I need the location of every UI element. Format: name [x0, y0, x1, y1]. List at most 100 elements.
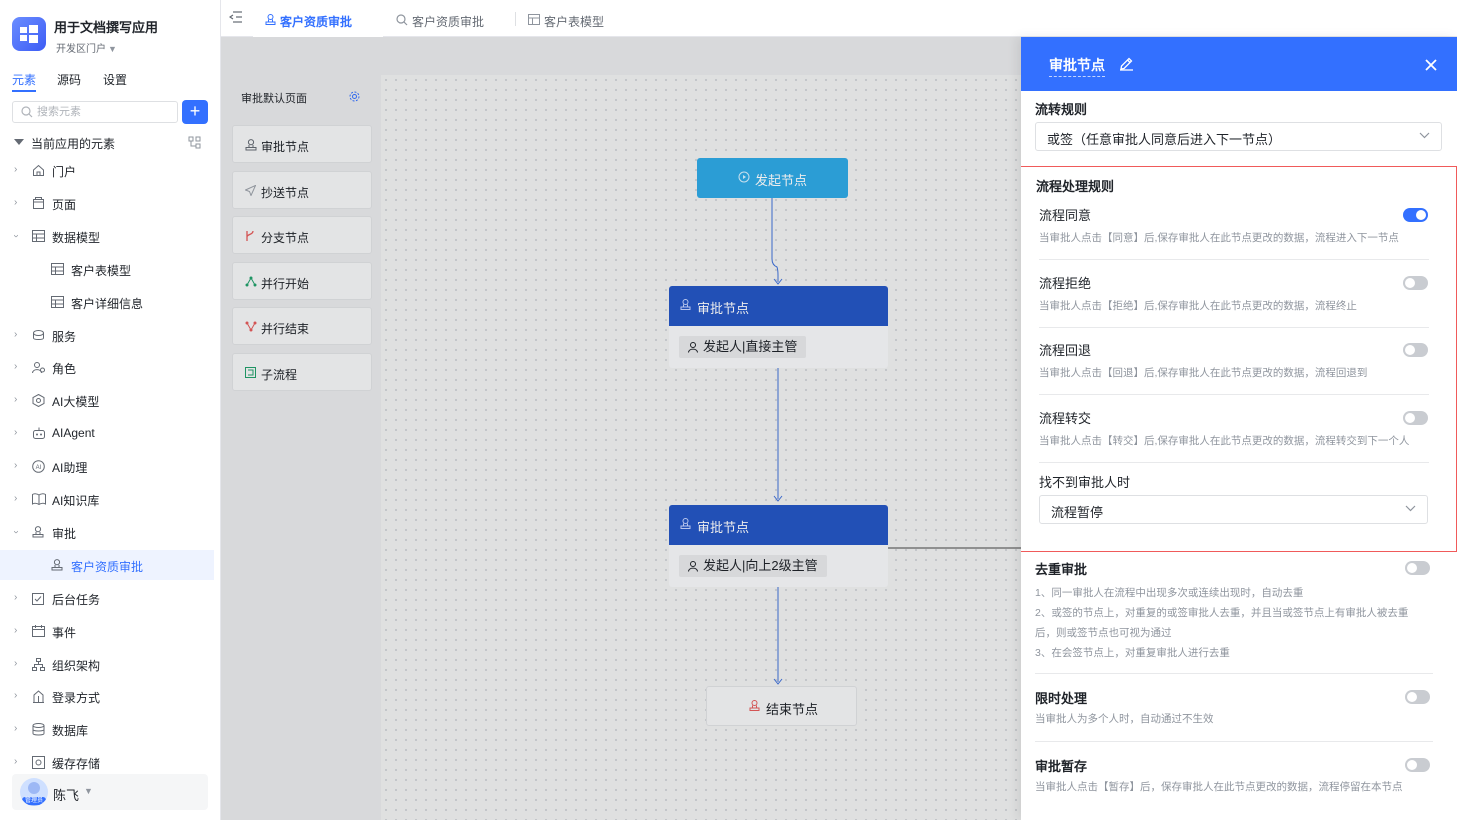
search-icon [396, 14, 408, 26]
palette-item[interactable]: 抄送节点 [232, 170, 372, 209]
sidebar-item[interactable]: ›数据模型 [0, 221, 214, 251]
sidebar-item[interactable]: ›事件 [0, 616, 214, 646]
dedup-desc-line: 3、在会签节点上，对重复审批人进行去重 [1035, 647, 1230, 659]
sidebar-item-label: 组织架构 [52, 658, 101, 673]
no-approver-select[interactable]: 流程暂停 [1039, 495, 1428, 524]
tab-elements[interactable]: 元素 [12, 73, 37, 92]
approval-node-header: 审批节点 [669, 505, 888, 545]
doc-tab-customer-model[interactable]: 客户表模型 [528, 3, 628, 37]
sidebar-item-label: AI大模型 [52, 395, 100, 410]
chevron-right-icon[interactable]: › [14, 361, 18, 373]
rule-toggle[interactable] [1403, 410, 1428, 425]
sidebar-item[interactable]: 客户资质审批 [0, 549, 214, 580]
no-approver-label: 找不到审批人时 [1039, 475, 1131, 490]
doc-tab-approval-search[interactable]: 客户资质审批 [396, 3, 516, 37]
flow-connectors [771, 198, 1021, 685]
approval-node[interactable]: 审批节点 发起人|向上2级主管 [669, 505, 888, 587]
chevron-right-icon[interactable]: › [14, 394, 18, 406]
tree-root[interactable]: 当前应用的元素 [12, 134, 212, 152]
palette-item[interactable]: 并行结束 [232, 307, 372, 346]
doc-tab-label: 客户资质审批 [280, 15, 353, 29]
sidebar-item[interactable]: › 组织架构 [0, 649, 214, 679]
time-limit-toggle[interactable] [1405, 690, 1430, 704]
sidebar-item[interactable]: 客户详细信息 [0, 287, 214, 317]
palette-item[interactable]: 子流程 [232, 353, 372, 391]
flow-rule-select[interactable]: 或签（任意审批人同意后进入下一节点） [1035, 122, 1442, 151]
chevron-right-icon[interactable]: › [14, 690, 18, 702]
assignee-label: 发起人|直接主管 [703, 339, 798, 354]
login-icon [32, 690, 45, 704]
sidebar-item[interactable]: ›AIAgent [0, 418, 214, 448]
assignee-chip[interactable]: 发起人|直接主管 [679, 336, 807, 358]
palette-item[interactable]: 审批节点 [232, 125, 372, 163]
app-header: 用于文档撰写应用 开发区门户▼ [12, 16, 212, 56]
sidebar-item-label: AI知识库 [52, 494, 100, 508]
approval-node[interactable]: 审批节点 发起人|直接主管 [669, 286, 888, 368]
rule-toggle[interactable] [1403, 208, 1428, 222]
end-node[interactable]: 结束节点 [706, 686, 857, 726]
canvas-grid[interactable] [381, 75, 1021, 820]
sidebar-item[interactable]: ›页面 [0, 188, 214, 218]
user-bar[interactable]: 管理员 陈飞 ▼ [12, 774, 208, 810]
chevron-right-icon[interactable]: › [14, 657, 18, 669]
chevron-down-icon[interactable]: › [10, 530, 22, 534]
rule-toggle[interactable] [1403, 343, 1428, 357]
edit-icon[interactable] [1119, 56, 1134, 71]
tree-root-label: 当前应用的元素 [31, 137, 116, 151]
gear-icon[interactable] [349, 91, 360, 102]
search-input[interactable] [37, 104, 173, 120]
subflow-icon [245, 367, 256, 381]
rule-desc: 当审批人点击【同意】后,保存审批人在此节点更改的数据，流程进入下一节点 [1039, 232, 1399, 244]
sidebar-item[interactable]: ›后台任务 [0, 583, 214, 613]
sidebar-item[interactable]: ›门户 [0, 155, 214, 185]
chevron-right-icon[interactable]: › [14, 591, 18, 603]
dedup-approval-toggle[interactable] [1405, 561, 1430, 575]
chevron-right-icon[interactable]: › [14, 493, 18, 504]
chevron-right-icon[interactable]: › [14, 756, 18, 768]
sidebar-item[interactable]: › AI大模型 [0, 385, 214, 415]
assignee-chip[interactable]: 发起人|向上2级主管 [679, 555, 827, 577]
sidebar-item[interactable]: ›审批 [0, 517, 214, 547]
chevron-right-icon[interactable]: › [14, 460, 18, 472]
chevron-right-icon[interactable]: › [14, 328, 18, 340]
sidebar-item-label: AI助理 [52, 461, 88, 476]
home-icon [32, 164, 45, 177]
sidebar-item[interactable]: ›服务 [0, 320, 214, 350]
chevron-right-icon[interactable]: › [14, 723, 18, 735]
avatar[interactable]: 管理员 [20, 778, 48, 806]
drawer-title[interactable]: 审批节点 [1049, 55, 1105, 77]
process-rules-section: 流程处理规则 流程同意当审批人点击【同意】后,保存审批人在此节点更改的数据，流程… [1021, 166, 1457, 552]
role-badge: 管理员 [22, 797, 46, 805]
start-node[interactable]: 发起节点 [697, 158, 848, 198]
stamp-icon [265, 14, 276, 25]
portal-selector[interactable]: 开发区门户▼ [56, 40, 117, 55]
tab-settings[interactable]: 设置 [103, 73, 128, 87]
temp-save-toggle[interactable] [1405, 758, 1430, 772]
rule-toggle[interactable] [1403, 275, 1428, 290]
chevron-right-icon[interactable]: › [14, 624, 18, 636]
tab-source[interactable]: 源码 [57, 73, 82, 87]
element-search [12, 101, 178, 123]
sidebar-item[interactable]: ›登录方式 [0, 681, 214, 711]
sidebar-item[interactable]: ›缓存存储 [0, 747, 214, 777]
caret-down-icon[interactable]: ▼ [84, 786, 93, 796]
sidebar-item[interactable]: › AI知识库 [0, 484, 214, 514]
chevron-down-icon[interactable]: › [10, 234, 22, 238]
chevron-right-icon[interactable]: › [14, 427, 18, 439]
tree-view-icon[interactable] [188, 136, 202, 150]
sidebar-item[interactable]: ›数据库 [0, 714, 214, 744]
palette-item[interactable]: 分支节点 [232, 216, 372, 255]
sidebar-item[interactable]: 客户表模型 [0, 254, 214, 284]
chevron-right-icon[interactable]: › [14, 164, 18, 175]
collapse-sidebar-icon[interactable] [229, 11, 243, 23]
chevron-right-icon[interactable]: › [14, 196, 18, 208]
dedup-desc-line: 后，则或签节点也可视为通过 [1035, 627, 1172, 639]
palette-item[interactable]: 并行开始 [232, 261, 372, 300]
app-name: 用于文档撰写应用 [54, 20, 159, 35]
stamp-icon [749, 700, 760, 711]
close-icon[interactable] [1425, 59, 1437, 71]
doc-tab-approval[interactable]: 客户资质审批 [253, 3, 383, 37]
sidebar-item[interactable]: ›角色 [0, 352, 214, 382]
add-element-button[interactable]: + [182, 100, 208, 124]
